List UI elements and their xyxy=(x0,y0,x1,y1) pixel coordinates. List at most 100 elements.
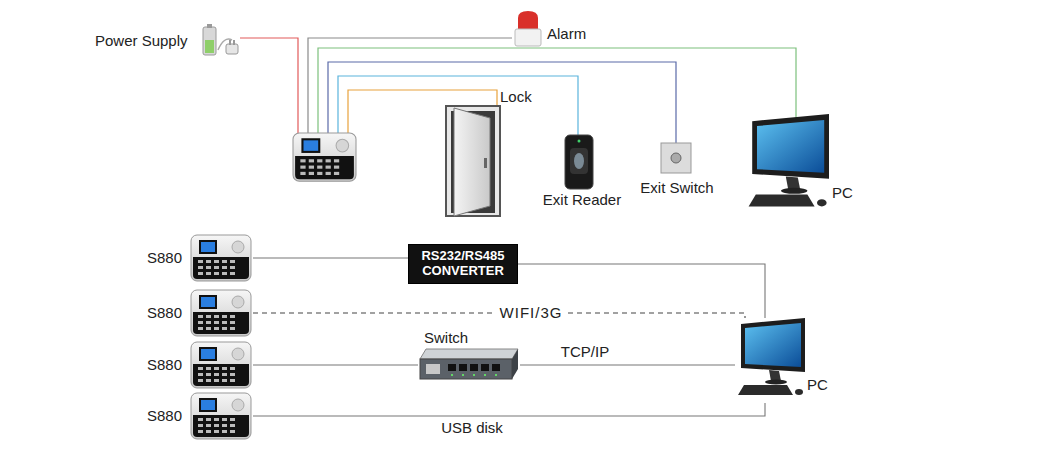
illustration-part xyxy=(198,418,203,421)
illustration-part xyxy=(304,140,319,151)
connector-line xyxy=(253,364,418,365)
illustration-part xyxy=(741,318,805,372)
illustration-part xyxy=(426,364,440,374)
terminal-device: S880 xyxy=(147,235,253,281)
illustration-part xyxy=(193,257,249,279)
converter-box: RS232/RS485 CONVERTER xyxy=(408,244,518,283)
illustration-part xyxy=(191,290,251,336)
illustration-part xyxy=(300,172,305,175)
illustration-part xyxy=(518,11,538,30)
illustration-part xyxy=(198,315,203,318)
illustration-part xyxy=(206,327,211,330)
illustration-part xyxy=(300,159,305,162)
illustration-part xyxy=(578,140,581,143)
device-label: Alarm xyxy=(547,25,586,42)
illustration-part xyxy=(451,374,453,376)
illustration-part xyxy=(201,297,215,307)
illustration-part xyxy=(222,418,227,421)
illustration-part xyxy=(786,176,800,189)
illustration-part xyxy=(512,349,518,379)
device-icon xyxy=(418,349,520,381)
illustration-part xyxy=(191,393,251,439)
illustration-part xyxy=(198,266,203,269)
device-label: Lock xyxy=(500,88,532,105)
illustration-part xyxy=(198,321,203,324)
illustration-part xyxy=(492,364,500,371)
illustration-part xyxy=(222,315,227,318)
connection-label: TCP/IP xyxy=(557,343,613,360)
illustration-part xyxy=(222,321,227,324)
illustration-part xyxy=(214,315,219,318)
illustration-part xyxy=(230,260,235,263)
illustration-part xyxy=(214,367,219,370)
device-name: Switch xyxy=(424,329,468,346)
illustration-part xyxy=(191,342,251,388)
device-label: PC xyxy=(832,184,853,201)
illustration-part xyxy=(199,398,217,412)
illustration-part xyxy=(206,260,211,263)
illustration-part xyxy=(671,153,681,163)
device-label: Exit Reader xyxy=(543,191,621,208)
illustration-part xyxy=(222,373,227,376)
illustration-part xyxy=(214,379,219,382)
illustration-part xyxy=(222,266,227,269)
device-name: S880 xyxy=(147,249,182,266)
illustration-part xyxy=(781,188,807,194)
illustration-part xyxy=(222,327,227,330)
illustration-part xyxy=(473,374,475,376)
illustration-part xyxy=(738,318,805,395)
illustration-part xyxy=(198,260,203,263)
illustration-part xyxy=(317,166,322,169)
illustration-part xyxy=(230,424,235,427)
illustration-part xyxy=(207,24,212,28)
illustration-part xyxy=(214,266,219,269)
illustration-part xyxy=(326,159,331,162)
illustration-part xyxy=(481,364,489,371)
switch-device: Switch xyxy=(418,329,520,381)
illustration-part xyxy=(214,418,219,421)
illustration-part xyxy=(232,399,244,411)
illustration-part xyxy=(198,430,203,433)
illustration-part xyxy=(214,321,219,324)
illustration-part xyxy=(232,348,244,360)
illustration-part xyxy=(420,359,512,379)
illustration-part xyxy=(495,374,497,376)
illustration-part xyxy=(206,379,211,382)
illustration-part xyxy=(230,418,235,421)
illustration-part xyxy=(448,364,456,371)
illustration-part xyxy=(765,380,787,385)
pc-wire xyxy=(318,48,796,134)
illustration-part xyxy=(334,159,339,162)
illustration-part xyxy=(749,194,815,206)
illustration-part xyxy=(459,364,467,371)
illustration-part xyxy=(201,349,215,359)
device-icon xyxy=(191,290,253,336)
terminal-icon xyxy=(293,133,356,181)
illustration-part xyxy=(301,138,320,153)
illustration-part xyxy=(817,199,827,206)
device-icon xyxy=(191,342,253,388)
illustration-part xyxy=(574,153,584,169)
illustration-part xyxy=(470,364,478,371)
exit-switch-wire xyxy=(328,62,676,143)
illustration-part xyxy=(229,40,231,45)
device-name: S880 xyxy=(147,304,182,321)
illustration-part xyxy=(214,430,219,433)
illustration-part xyxy=(191,393,251,439)
illustration-part xyxy=(334,172,339,175)
illustration-part xyxy=(462,374,464,376)
illustration-part xyxy=(317,172,322,175)
illustration-part xyxy=(206,266,211,269)
device-name: S880 xyxy=(147,356,182,373)
illustration-part xyxy=(193,415,249,437)
illustration-part xyxy=(484,158,487,168)
illustration-part xyxy=(214,373,219,376)
illustration-part xyxy=(222,260,227,263)
illustration-part xyxy=(230,327,235,330)
illustration-part xyxy=(199,295,217,309)
illustration-part xyxy=(206,373,211,376)
illustration-part xyxy=(198,367,203,370)
illustration-part xyxy=(206,315,211,318)
